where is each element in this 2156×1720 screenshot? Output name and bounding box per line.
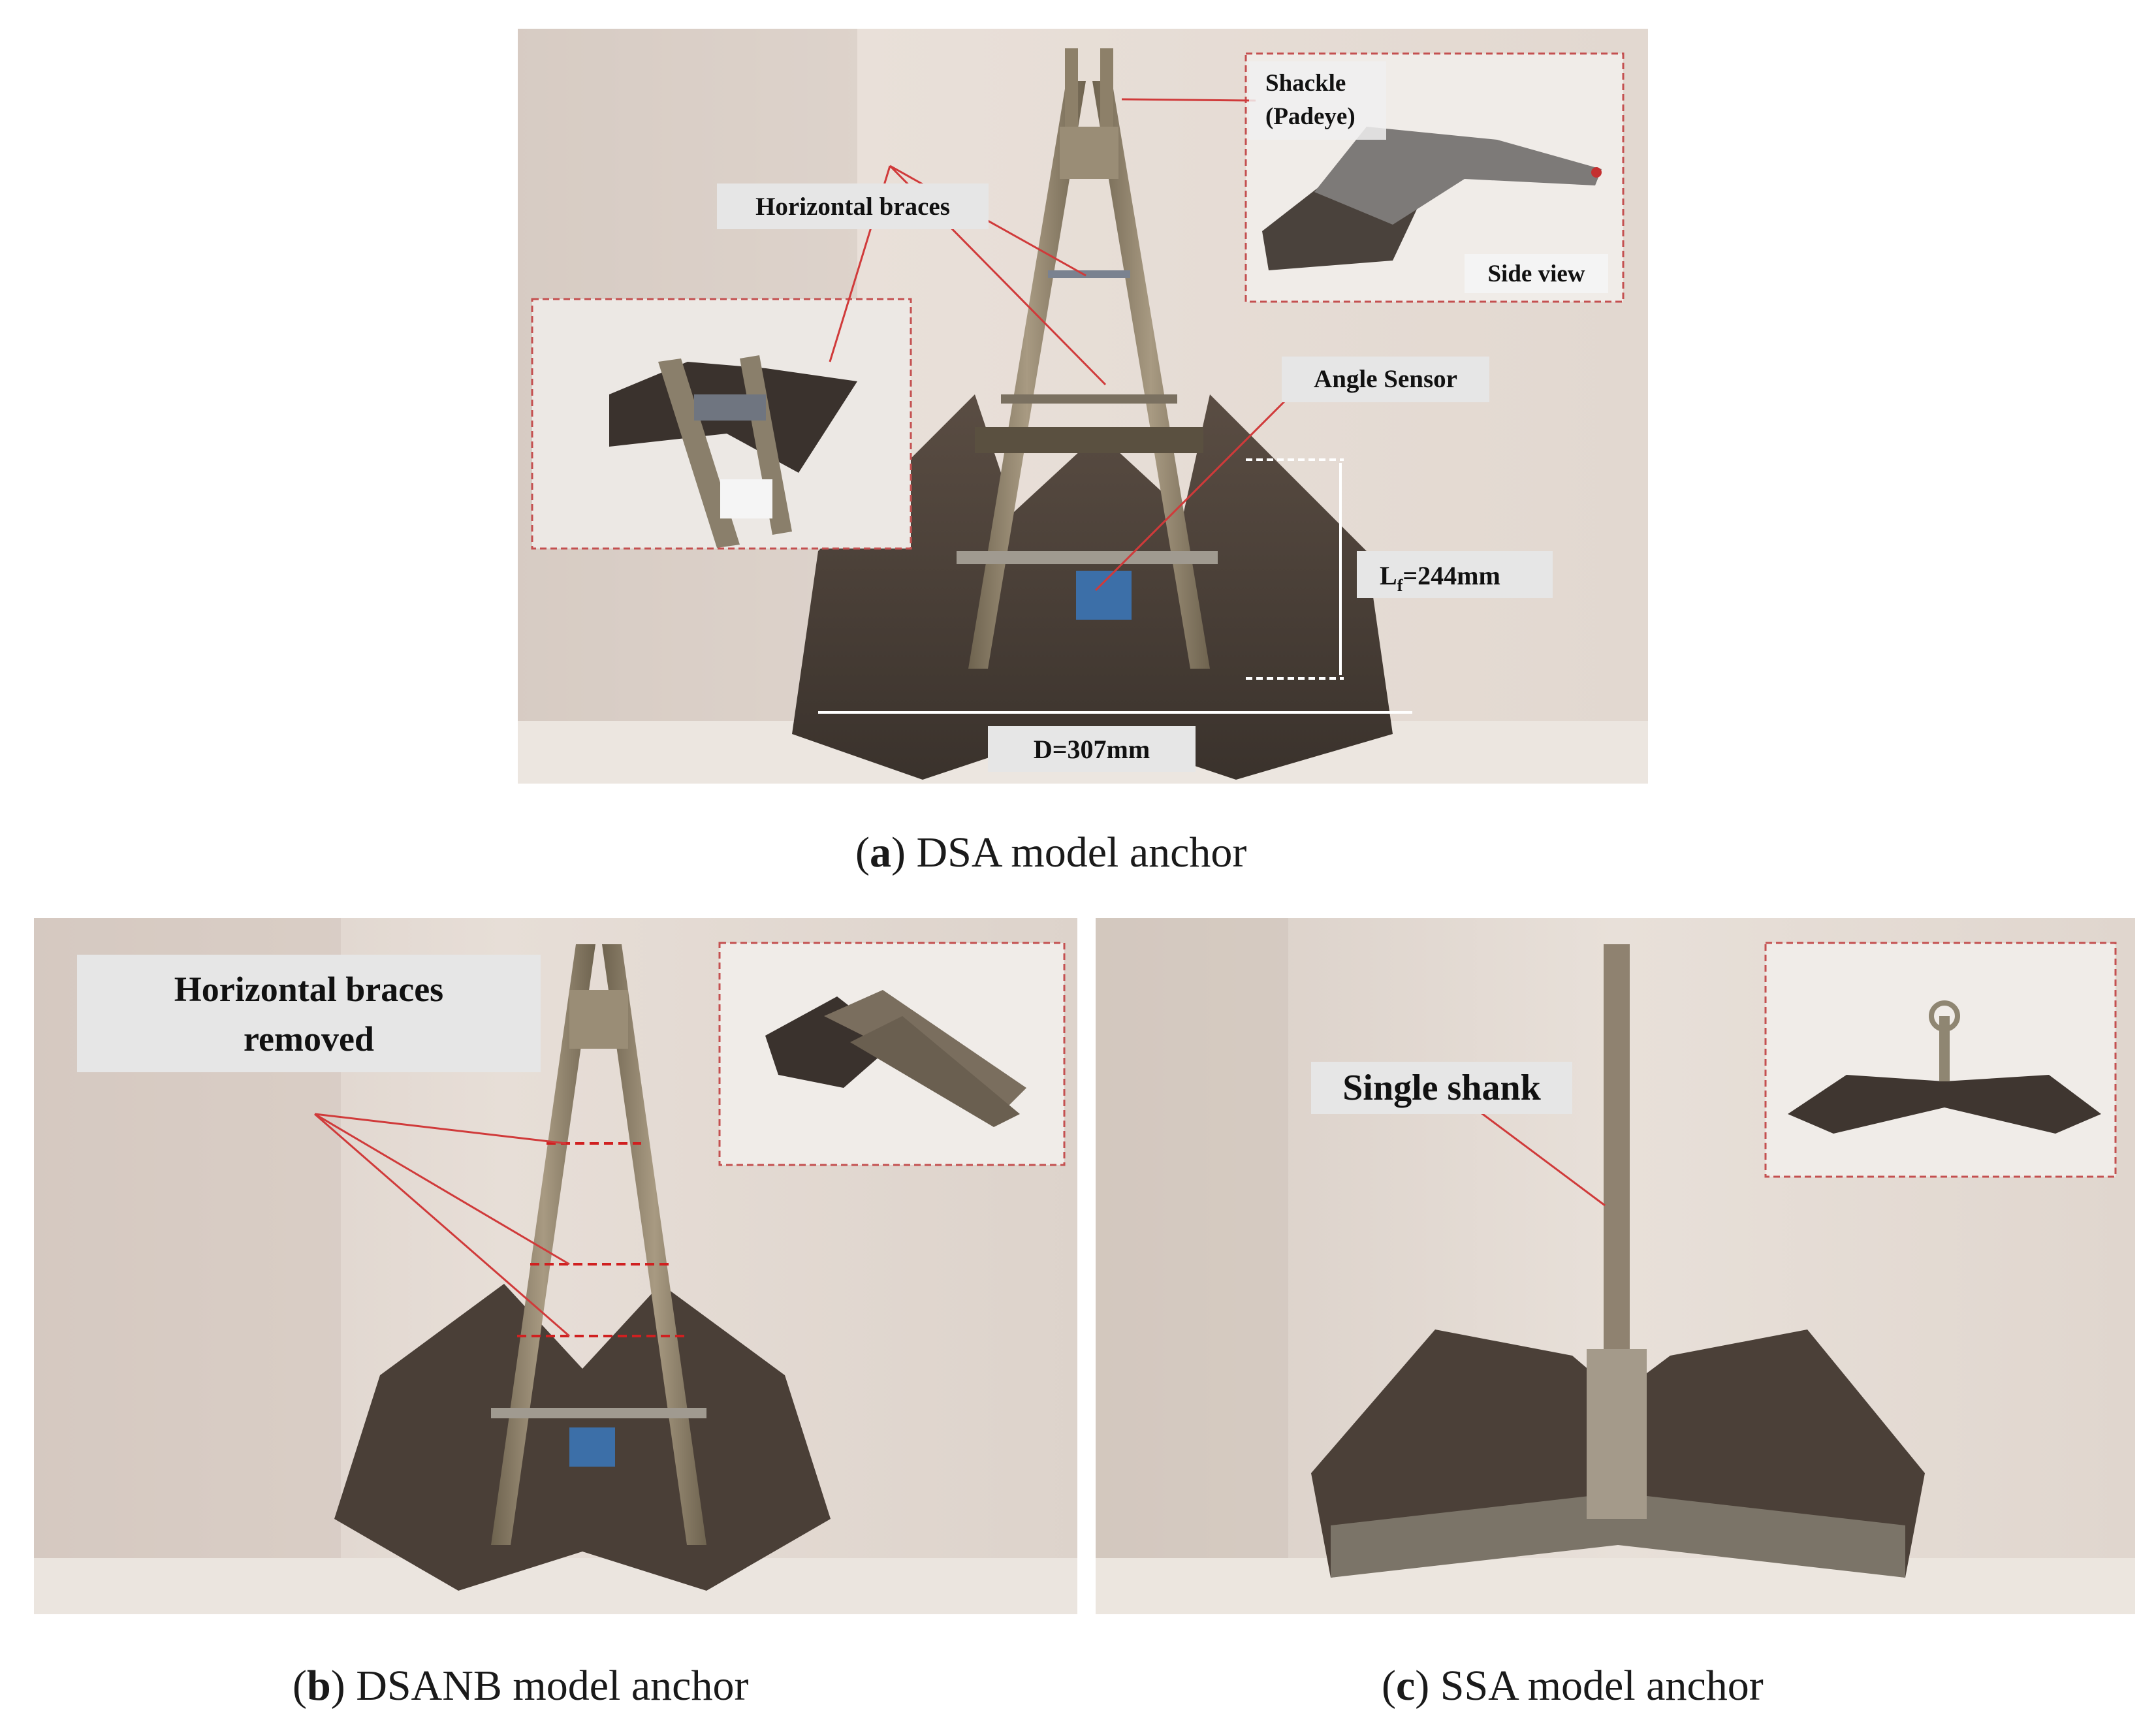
label-lf-dimension: Lf=244mm bbox=[1380, 561, 1500, 595]
photo-panel-a: Shackle (Padeye) Horizontal braces Side … bbox=[518, 29, 1648, 784]
label-braces-removed-line1: Horizontal braces bbox=[174, 970, 443, 1009]
photo-panel-c: Single shank bbox=[1096, 918, 2135, 1614]
callout-lines bbox=[314, 1113, 570, 1337]
single-shank bbox=[1604, 944, 1630, 1362]
caption-a: (a) DSA model anchor bbox=[855, 829, 1247, 876]
label-shackle-line2: (Padeye) bbox=[1265, 103, 1355, 130]
dsa-anchor-photo: Shackle (Padeye) Horizontal braces Side … bbox=[518, 29, 1648, 784]
photo-panel-b: Horizontal braces removed bbox=[34, 918, 1077, 1614]
horizontal-brace bbox=[1048, 270, 1130, 278]
inset-side-view bbox=[1764, 942, 2117, 1178]
inset-top-view bbox=[531, 298, 912, 550]
shank-right-leg bbox=[602, 944, 706, 1545]
label-diameter: D=307mm bbox=[1034, 735, 1150, 764]
callout-lines bbox=[829, 98, 1303, 592]
angle-sensor-device bbox=[1076, 571, 1132, 620]
callout-lines bbox=[1480, 1111, 1606, 1207]
label-single-shank: Single shank bbox=[1342, 1068, 1541, 1108]
label-shackle-line1: Shackle bbox=[1265, 70, 1346, 97]
angle-sensor-device bbox=[569, 1427, 615, 1467]
caption-c: (c) SSA model anchor bbox=[1382, 1662, 1764, 1710]
label-side-view: Side view bbox=[1487, 261, 1585, 287]
horizontal-brace bbox=[1001, 394, 1177, 404]
label-braces-removed-line2: removed bbox=[244, 1019, 374, 1059]
dsanb-anchor-photo: Horizontal braces removed bbox=[34, 918, 1077, 1614]
ssa-anchor-photo: Single shank bbox=[1096, 918, 2135, 1614]
inset-perspective-view bbox=[718, 942, 1066, 1166]
shank-left-leg bbox=[968, 81, 1086, 669]
caption-b: (b) DSANB model anchor bbox=[293, 1662, 749, 1710]
shank-left-leg bbox=[491, 944, 595, 1545]
shank-right-leg bbox=[1092, 81, 1210, 669]
label-angle-sensor: Angle Sensor bbox=[1314, 365, 1457, 393]
label-horizontal-braces: Horizontal braces bbox=[755, 193, 950, 221]
dimension-lines bbox=[818, 458, 1412, 714]
